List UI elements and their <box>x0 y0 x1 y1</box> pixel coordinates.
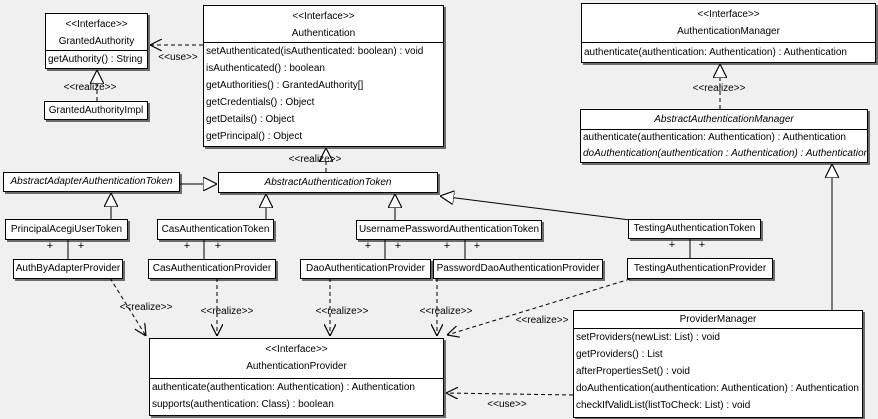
method-row: afterPropertiesSet() : void <box>576 366 690 377</box>
edge-label-realize: <<realize>> <box>119 302 173 313</box>
class-provider-manager[interactable]: ProviderManager setProviders(newList: Li… <box>573 310 863 418</box>
edge-label-realize: <<realize>> <box>200 306 254 317</box>
class-authentication[interactable]: <<Interface>> Authentication setAuthenti… <box>203 5 444 147</box>
edge-label-realize: <<realize>> <box>63 82 117 93</box>
method-row: doAuthentication(authentication : Authen… <box>583 148 867 159</box>
class-testing-authentication-token[interactable]: TestingAuthenticationToken <box>628 219 761 239</box>
class-abstract-authentication-token[interactable]: AbstractAuthenticationToken <box>218 172 438 193</box>
edge-label-realize: <<realize>> <box>419 306 473 317</box>
method-row: getDetails() : Object <box>206 114 295 125</box>
method-row: getCredentials() : Object <box>206 97 315 108</box>
assoc-end-plus: + <box>668 239 676 251</box>
class-name: PasswordDaoAuthenticationProvider <box>436 263 600 274</box>
class-name: Authentication <box>291 28 356 39</box>
edge-label-realize: <<realize>> <box>692 83 746 94</box>
class-name: DaoAuthenticationProvider <box>306 263 425 274</box>
class-authentication-provider[interactable]: <<Interface>> AuthenticationProvider aut… <box>149 338 444 416</box>
stereotype-label: <<Interface>> <box>265 344 328 355</box>
edge-gen-testing-to-abstract-token <box>440 196 631 221</box>
class-header: <<Interface>> Authentication <box>204 6 443 42</box>
method-row: setAuthenticated(isAuthenticated: boolea… <box>206 46 424 57</box>
class-name: AbstractAdapterAuthenticationToken <box>10 176 173 187</box>
compartment-divider <box>574 328 862 329</box>
edge-use-providermanager-authenticationprovider <box>446 393 574 395</box>
edge-label-use: <<use>> <box>158 52 198 63</box>
class-name: AbstractAuthenticationToken <box>264 177 392 188</box>
class-header: <<Interface>> AuthenticationManager <box>582 4 875 42</box>
class-dao-authentication-provider[interactable]: DaoAuthenticationProvider <box>300 259 431 279</box>
edge-label-realize: <<realize>> <box>515 315 569 326</box>
class-authentication-manager[interactable]: <<Interface>> AuthenticationManager auth… <box>581 3 876 63</box>
compartment-divider <box>581 129 867 130</box>
class-name: GrantedAuthorityImpl <box>48 105 144 116</box>
class-granted-authority[interactable]: <<Interface>> GrantedAuthority getAuthor… <box>45 13 148 69</box>
assoc-end-plus: + <box>698 239 706 251</box>
class-abstract-adapter-authentication-token[interactable]: AbstractAdapterAuthenticationToken <box>3 172 180 192</box>
stereotype-label: <<Interface>> <box>292 11 355 22</box>
method-row: getPrincipal() : Object <box>206 131 303 142</box>
stereotype-label: <<Interface>> <box>697 9 760 20</box>
assoc-end-plus: + <box>443 240 451 252</box>
class-cas-authentication-provider[interactable]: CasAuthenticationProvider <box>148 259 276 279</box>
class-name: CasAuthenticationProvider <box>152 263 272 274</box>
class-name: AuthenticationManager <box>677 26 780 37</box>
class-testing-authentication-provider[interactable]: TestingAuthenticationProvider <box>627 258 773 279</box>
method-row: getAuthorities() : GrantedAuthority[] <box>206 80 364 91</box>
class-auth-by-adapter-provider[interactable]: AuthByAdapterProvider <box>13 259 123 279</box>
class-name: AbstractAuthenticationManager <box>654 114 794 125</box>
compartment-divider <box>150 378 443 379</box>
class-name: TestingAuthenticationProvider <box>633 263 767 274</box>
class-password-dao-authentication-provider[interactable]: PasswordDaoAuthenticationProvider <box>433 259 603 279</box>
class-name: AuthenticationProvider <box>246 361 347 372</box>
class-header: <<Interface>> GrantedAuthority <box>46 14 147 50</box>
assoc-end-plus: + <box>183 240 191 252</box>
method-row: checkIfValidList(listToCheck: List) : vo… <box>576 400 751 411</box>
edge-label-realize: <<realize>> <box>315 306 369 317</box>
compartment-divider <box>204 42 443 43</box>
class-name: ProviderManager <box>679 314 757 325</box>
method-row: authenticate(authentication: Authenticat… <box>152 382 415 393</box>
assoc-end-plus: + <box>46 240 54 252</box>
method-row: getAuthority() : String <box>48 54 143 65</box>
compartment-divider <box>582 42 875 43</box>
method-row: isAuthenticated() : boolean <box>206 63 325 74</box>
method-row: supports(authentication: Class) : boolea… <box>152 399 334 410</box>
edge-label-use: <<use>> <box>487 399 527 410</box>
assoc-end-plus: + <box>214 240 222 252</box>
assoc-end-plus: + <box>473 240 481 252</box>
compartment-divider <box>46 50 147 51</box>
assoc-end-plus: + <box>364 240 372 252</box>
class-name: UsernamePasswordAuthenticationToken <box>358 224 540 235</box>
method-row: authenticate(authentication: Authenticat… <box>584 47 847 58</box>
class-header: <<Interface>> AuthenticationProvider <box>150 339 443 378</box>
class-name: AuthByAdapterProvider <box>15 263 121 274</box>
assoc-end-plus: + <box>394 240 402 252</box>
assoc-end-plus: + <box>77 240 85 252</box>
class-name: GrantedAuthority <box>58 36 135 47</box>
edge-label-realize: <<realize>> <box>288 154 342 165</box>
method-row: doAuthentication(authentication: Authent… <box>576 383 859 394</box>
class-username-password-authentication-token[interactable]: UsernamePasswordAuthenticationToken <box>356 220 542 240</box>
class-principal-acegi-user-token[interactable]: PrincipalAcegiUserToken <box>5 219 128 240</box>
class-abstract-authentication-manager[interactable]: AbstractAuthenticationManager authentica… <box>580 109 868 163</box>
stereotype-label: <<Interface>> <box>65 19 128 30</box>
class-name: TestingAuthenticationToken <box>633 223 756 234</box>
class-name: CasAuthenticationToken <box>161 224 270 235</box>
method-row: getProviders() : List <box>576 349 663 360</box>
class-granted-authority-impl[interactable]: GrantedAuthorityImpl <box>44 101 148 120</box>
method-row: authenticate(authentication: Authenticat… <box>583 132 846 143</box>
class-name: PrincipalAcegiUserToken <box>10 224 123 235</box>
class-cas-authentication-token[interactable]: CasAuthenticationToken <box>157 219 274 240</box>
method-row: setProviders(newList: List) : void <box>576 332 720 343</box>
